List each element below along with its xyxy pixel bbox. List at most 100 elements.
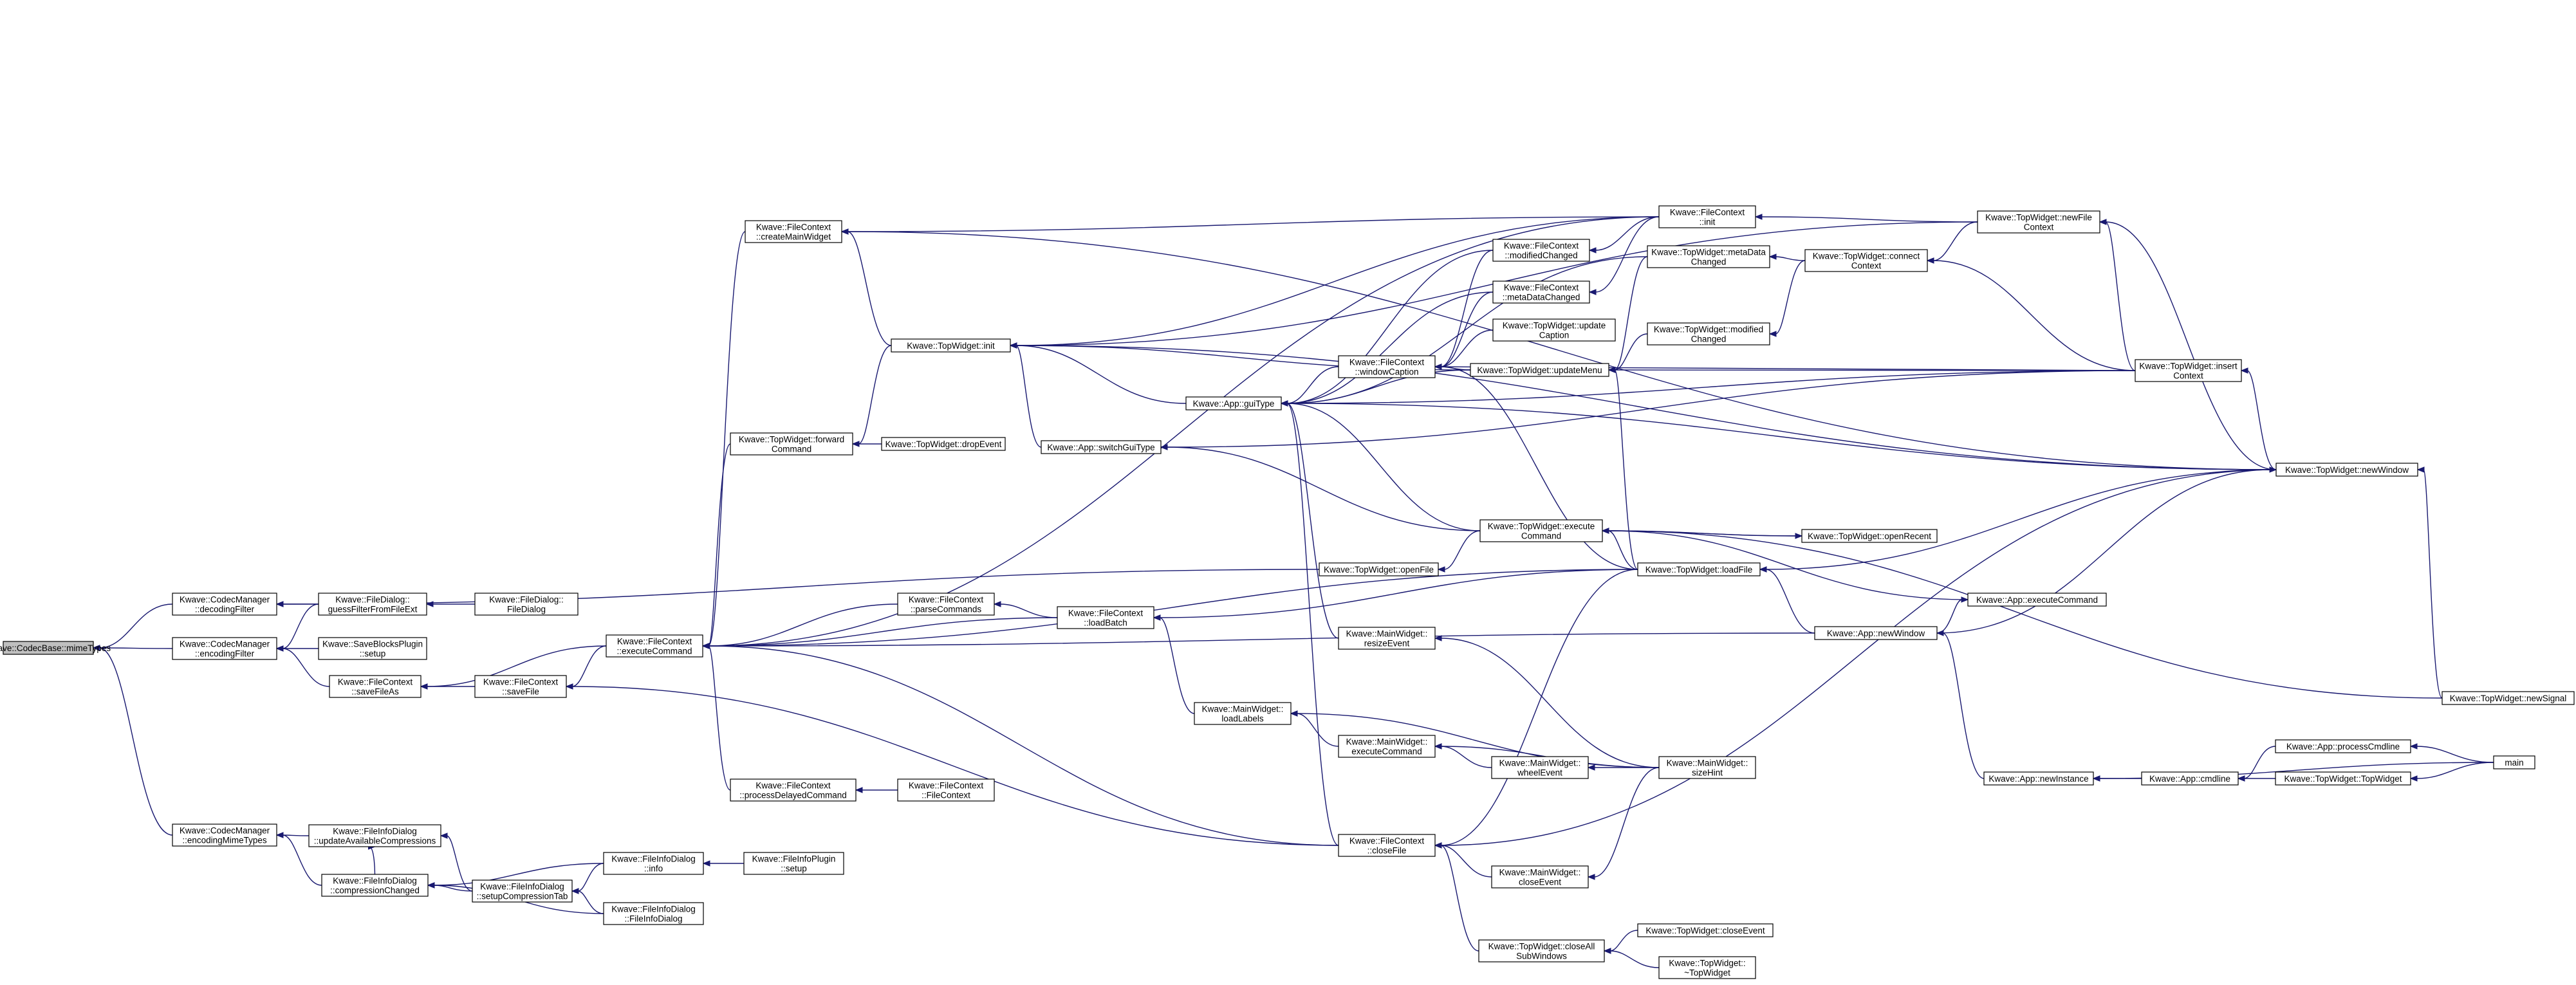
call-edge (1434, 635, 1660, 768)
node-box (730, 432, 853, 456)
node-tw-dtor[interactable]: Kwave::TopWidget::~TopWidget (1658, 956, 1756, 979)
call-edge-line (1166, 446, 1481, 531)
node-fc-processdelayed[interactable]: Kwave::FileContext::processDelayedComman… (730, 778, 857, 802)
node-fid-setupcompressiontab[interactable]: Kwave::FileInfoDialog::setupCompressionT… (472, 879, 573, 903)
node-tw-openfile[interactable]: Kwave::TopWidget::openFile (1319, 562, 1439, 576)
node-app-executecommand[interactable]: Kwave::App::executeCommand (1967, 593, 2107, 607)
node-fc-savefileas[interactable]: Kwave::FileContext::saveFileAs (329, 675, 422, 698)
node-mw-resizeevent[interactable]: Kwave::MainWidget::resizeEvent (1338, 627, 1436, 650)
call-edge-line (708, 216, 1660, 647)
node-label: ::saveFileAs (351, 687, 399, 697)
call-edge (2409, 743, 2494, 763)
node-box (474, 675, 567, 698)
node-mw-loadlabels[interactable]: Kwave::MainWidget::loadLabels (1194, 702, 1292, 725)
node-label: Kwave::FileContext (909, 595, 984, 605)
call-edge (2237, 775, 2275, 782)
node-fc-closefile[interactable]: Kwave::FileContext::closeFile (1338, 834, 1436, 857)
node-fd-guessfilter[interactable]: Kwave::FileDialog::guessFilterFromFileEx… (318, 593, 427, 616)
call-edge-line (1440, 638, 1660, 768)
call-edge-line (2416, 762, 2494, 779)
arrowhead-icon (1926, 257, 1934, 264)
node-box (1492, 318, 1616, 342)
node-tw-loadfile[interactable]: Kwave::TopWidget::loadFile (1637, 562, 1761, 576)
call-edge-line (1440, 845, 1492, 878)
node-tw-init[interactable]: Kwave::TopWidget::init (891, 338, 1011, 353)
node-mw-executecommand[interactable]: Kwave::MainWidget::executeCommand (1338, 735, 1436, 758)
node-tw-modifiedchanged[interactable]: Kwave::TopWidget::modifiedChanged (1647, 322, 1770, 345)
call-edge (1434, 842, 1479, 952)
call-edge (2099, 219, 2277, 470)
node-box (1637, 562, 1761, 576)
node-fc-modifiedchanged[interactable]: Kwave::FileContext::modifiedChanged (1492, 239, 1590, 262)
call-edge-line (2416, 746, 2494, 763)
node-fc-loadbatch[interactable]: Kwave::FileContext::loadBatch (1057, 606, 1154, 629)
node-label: Kwave::TopWidget::dropEvent (885, 439, 1002, 449)
node-fc-executecommand[interactable]: Kwave::FileContext::executeCommand (606, 634, 703, 658)
node-tw-newsignal[interactable]: Kwave::TopWidget::newSignal (2442, 691, 2575, 705)
node-fip-setup[interactable]: Kwave::FileInfoPlugin::setup (743, 852, 844, 875)
node-fid-fileinfodialog[interactable]: Kwave::FileInfoDialog::FileInfoDialog (603, 902, 704, 925)
node-mw-wheelevent[interactable]: Kwave::MainWidget::wheelEvent (1491, 756, 1589, 779)
arrowhead-icon (1009, 342, 1017, 349)
node-app-processcmdline[interactable]: Kwave::App::processCmdline (2275, 739, 2411, 753)
call-edge-line (1614, 369, 1638, 570)
node-box (1185, 396, 1282, 410)
node-fc-filecontext[interactable]: Kwave::FileContext::FileContext (897, 778, 995, 802)
node-app-guitype[interactable]: Kwave::App::guiType (1185, 396, 1282, 410)
node-tw-executecommand[interactable]: Kwave::TopWidget::executeCommand (1479, 519, 1603, 542)
node-fc-parsecommands[interactable]: Kwave::FileContext::parseCommands (897, 593, 995, 616)
arrowhead-icon (1608, 367, 1616, 373)
node-box (1338, 834, 1436, 857)
node-mw-sizehint[interactable]: Kwave::MainWidget::sizeHint (1658, 756, 1756, 779)
arrowhead-icon (1795, 533, 1803, 539)
node-fd-filedialog[interactable]: Kwave::FileDialog::FileDialog (474, 593, 579, 616)
node-fid-info[interactable]: Kwave::FileInfoDialog::info (603, 852, 704, 875)
node-app-cmdline[interactable]: Kwave::App::cmdline (2141, 771, 2239, 786)
call-edge (1754, 214, 1978, 223)
node-cm-encodingmimetypes[interactable]: Kwave::CodecManager::encodingMimeTypes (172, 824, 277, 847)
node-tw-openrecent[interactable]: Kwave::TopWidget::openRecent (1801, 529, 1938, 543)
node-tw-newwindow[interactable]: Kwave::TopWidget::newWindow (2275, 463, 2418, 477)
node-sbp-setup[interactable]: Kwave::SaveBlocksPlugin::setup (318, 637, 427, 660)
node-tw-topwidget[interactable]: Kwave::TopWidget::TopWidget (2275, 771, 2411, 786)
node-label: Context (2024, 223, 2054, 232)
node-fc-savefile[interactable]: Kwave::FileContext::saveFile (474, 675, 567, 698)
node-tw-dropevent[interactable]: Kwave::TopWidget::dropEvent (881, 437, 1006, 451)
call-edge-line (1296, 713, 1339, 747)
node-tw-closeevent[interactable]: Kwave::TopWidget::closeEvent (1637, 923, 1774, 937)
node-cm-decodingfilter[interactable]: Kwave::CodecManager::decodingFilter (172, 593, 277, 616)
call-edge-line (847, 231, 892, 346)
node-codecbase-mimetypes[interactable]: Kwave::CodecBase::mimeTypes (0, 641, 111, 655)
node-label: Kwave::App::executeCommand (1976, 595, 2098, 605)
node-cm-encodingfilter[interactable]: Kwave::CodecManager::encodingFilter (172, 637, 277, 660)
node-fc-createmainwidget[interactable]: Kwave::FileContext::createMainWidget (745, 220, 842, 243)
node-fid-compressionchanged[interactable]: Kwave::FileInfoDialog::compressionChange… (321, 874, 429, 897)
node-fc-windowcaption[interactable]: Kwave::FileContext::windowCaption (1338, 355, 1436, 378)
node-main[interactable]: main (2493, 755, 2535, 769)
node-app-newwindow[interactable]: Kwave::App::newWindow (1814, 626, 1938, 640)
arrowhead-icon (275, 832, 284, 838)
node-app-switchguitype[interactable]: Kwave::App::switchGuiType (1041, 440, 1162, 454)
node-fc-metadatachanged[interactable]: Kwave::FileContext::metaDataChanged (1492, 281, 1590, 304)
node-tw-metadatachanged[interactable]: Kwave::TopWidget::metaDataChanged (1647, 245, 1770, 268)
node-app-newinstance[interactable]: Kwave::App::newInstance (1983, 771, 2094, 786)
call-edge (2240, 367, 2277, 470)
call-edge (701, 443, 731, 649)
node-mw-closeevent[interactable]: Kwave::MainWidget::closeEvent (1491, 865, 1589, 888)
node-box (172, 637, 277, 660)
arrowhead-icon (2092, 775, 2100, 782)
call-edge (1434, 743, 1492, 768)
call-edge (1608, 256, 1648, 373)
node-tw-updatemenu[interactable]: Kwave::TopWidget::updateMenu (1470, 363, 1609, 377)
node-fid-updateavail[interactable]: Kwave::FileInfoDialog::updateAvailableCo… (308, 824, 441, 847)
call-edge (840, 228, 2277, 470)
node-fc-init[interactable]: Kwave::FileContext::init (1658, 205, 1756, 228)
node-label: Kwave::MainWidget:: (1667, 759, 1748, 768)
call-graph-nodes: Kwave::CodecBase::mimeTypesKwave::CodecM… (0, 205, 2575, 979)
